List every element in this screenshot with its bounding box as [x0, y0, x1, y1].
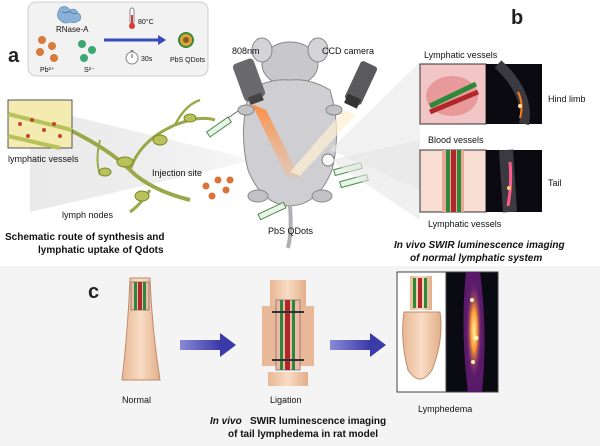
panel-b-caption-line1: In vivo SWIR luminescence imaging: [394, 240, 565, 251]
pbs-qdots-label: PbS QDots: [268, 226, 314, 236]
panel-a-caption-line1: Schematic route of synthesis and: [5, 232, 165, 243]
tail-image: [486, 149, 542, 213]
pb-ions: [36, 36, 58, 62]
transition-arrow: [180, 333, 236, 357]
vessel-inset: [7, 99, 73, 150]
lymph-node: [134, 190, 150, 202]
lymphedema-image: [445, 271, 499, 393]
zoom-beam-b-bottom: [330, 140, 420, 220]
normal-tail: [121, 277, 161, 381]
hind-limb-label: Hind limb: [548, 94, 586, 104]
mouse-illustration: [237, 37, 343, 249]
lymphatic-vessels-top-label: Lymphatic vessels: [424, 50, 498, 60]
hind-limb-image: [486, 60, 542, 125]
product-label: PbS QDots: [170, 57, 206, 64]
camera-device: [290, 61, 378, 176]
synthesis-box: RNase-A Pb²⁺ S²⁻ 80°C 30s: [27, 1, 209, 77]
stopwatch-icon: [125, 50, 139, 65]
panel-a-caption-line2: lymphatic uptake of Qdots: [38, 245, 164, 256]
thermometer-icon: [129, 7, 135, 29]
s-ion-label: S²⁻: [84, 67, 95, 74]
panel-c-caption-italic: In vivo: [210, 416, 242, 427]
ligation-label: Ligation: [270, 395, 302, 405]
reaction-arrow: [104, 35, 166, 45]
blood-vessels-label: Blood vessels: [428, 135, 484, 145]
zoom-beam-a: [30, 106, 255, 212]
protein-label: RNase-A: [56, 25, 89, 34]
transition-arrow: [330, 333, 386, 357]
hind-limb-schematic: [419, 63, 487, 125]
lymphedema-label: Lymphedema: [418, 404, 472, 414]
lymphatic-vessels-bottom-label: Lymphatic vessels: [428, 219, 502, 229]
laser-label: 808nm: [232, 46, 260, 56]
pb-ion-label: Pb²⁺: [40, 67, 55, 74]
lymph-node: [116, 156, 134, 168]
syringe-icon: [205, 110, 239, 138]
lymphatic-vessels-label: lymphatic vessels: [8, 154, 79, 164]
protein-icon: [57, 6, 81, 24]
tail-schematic: [419, 149, 487, 213]
camera-label: CCD camera: [322, 46, 374, 56]
panel-b-caption-line2: of normal lymphatic system: [410, 253, 542, 264]
panel-label-b: b: [511, 7, 523, 29]
syringe-icon: [257, 201, 287, 221]
tail-label: Tail: [548, 178, 562, 188]
qdot-particles: [202, 176, 234, 200]
lymphedema-tail: [396, 271, 447, 393]
panel-c-caption-rest: SWIR luminescence imaging: [250, 416, 386, 427]
lymph-node: [152, 134, 168, 146]
injection-site-label: Injection site: [152, 168, 202, 178]
lymph-node: [183, 113, 197, 123]
lymph-nodes-label: lymph nodes: [62, 210, 114, 220]
temperature-label: 80°C: [138, 18, 154, 26]
ligation-tail: [262, 280, 314, 386]
s-ions: [78, 40, 96, 62]
panel-label-c: c: [88, 281, 99, 303]
lymph-node: [98, 167, 112, 177]
laser-device: [232, 58, 300, 178]
lymphatic-network: [69, 98, 216, 214]
panel-c-caption-line2: of tail lymphedema in rat model: [228, 429, 378, 440]
normal-label: Normal: [122, 395, 151, 405]
panel-label-a: a: [8, 45, 20, 67]
time-label: 30s: [141, 56, 153, 63]
qdot-icon: [178, 32, 194, 48]
